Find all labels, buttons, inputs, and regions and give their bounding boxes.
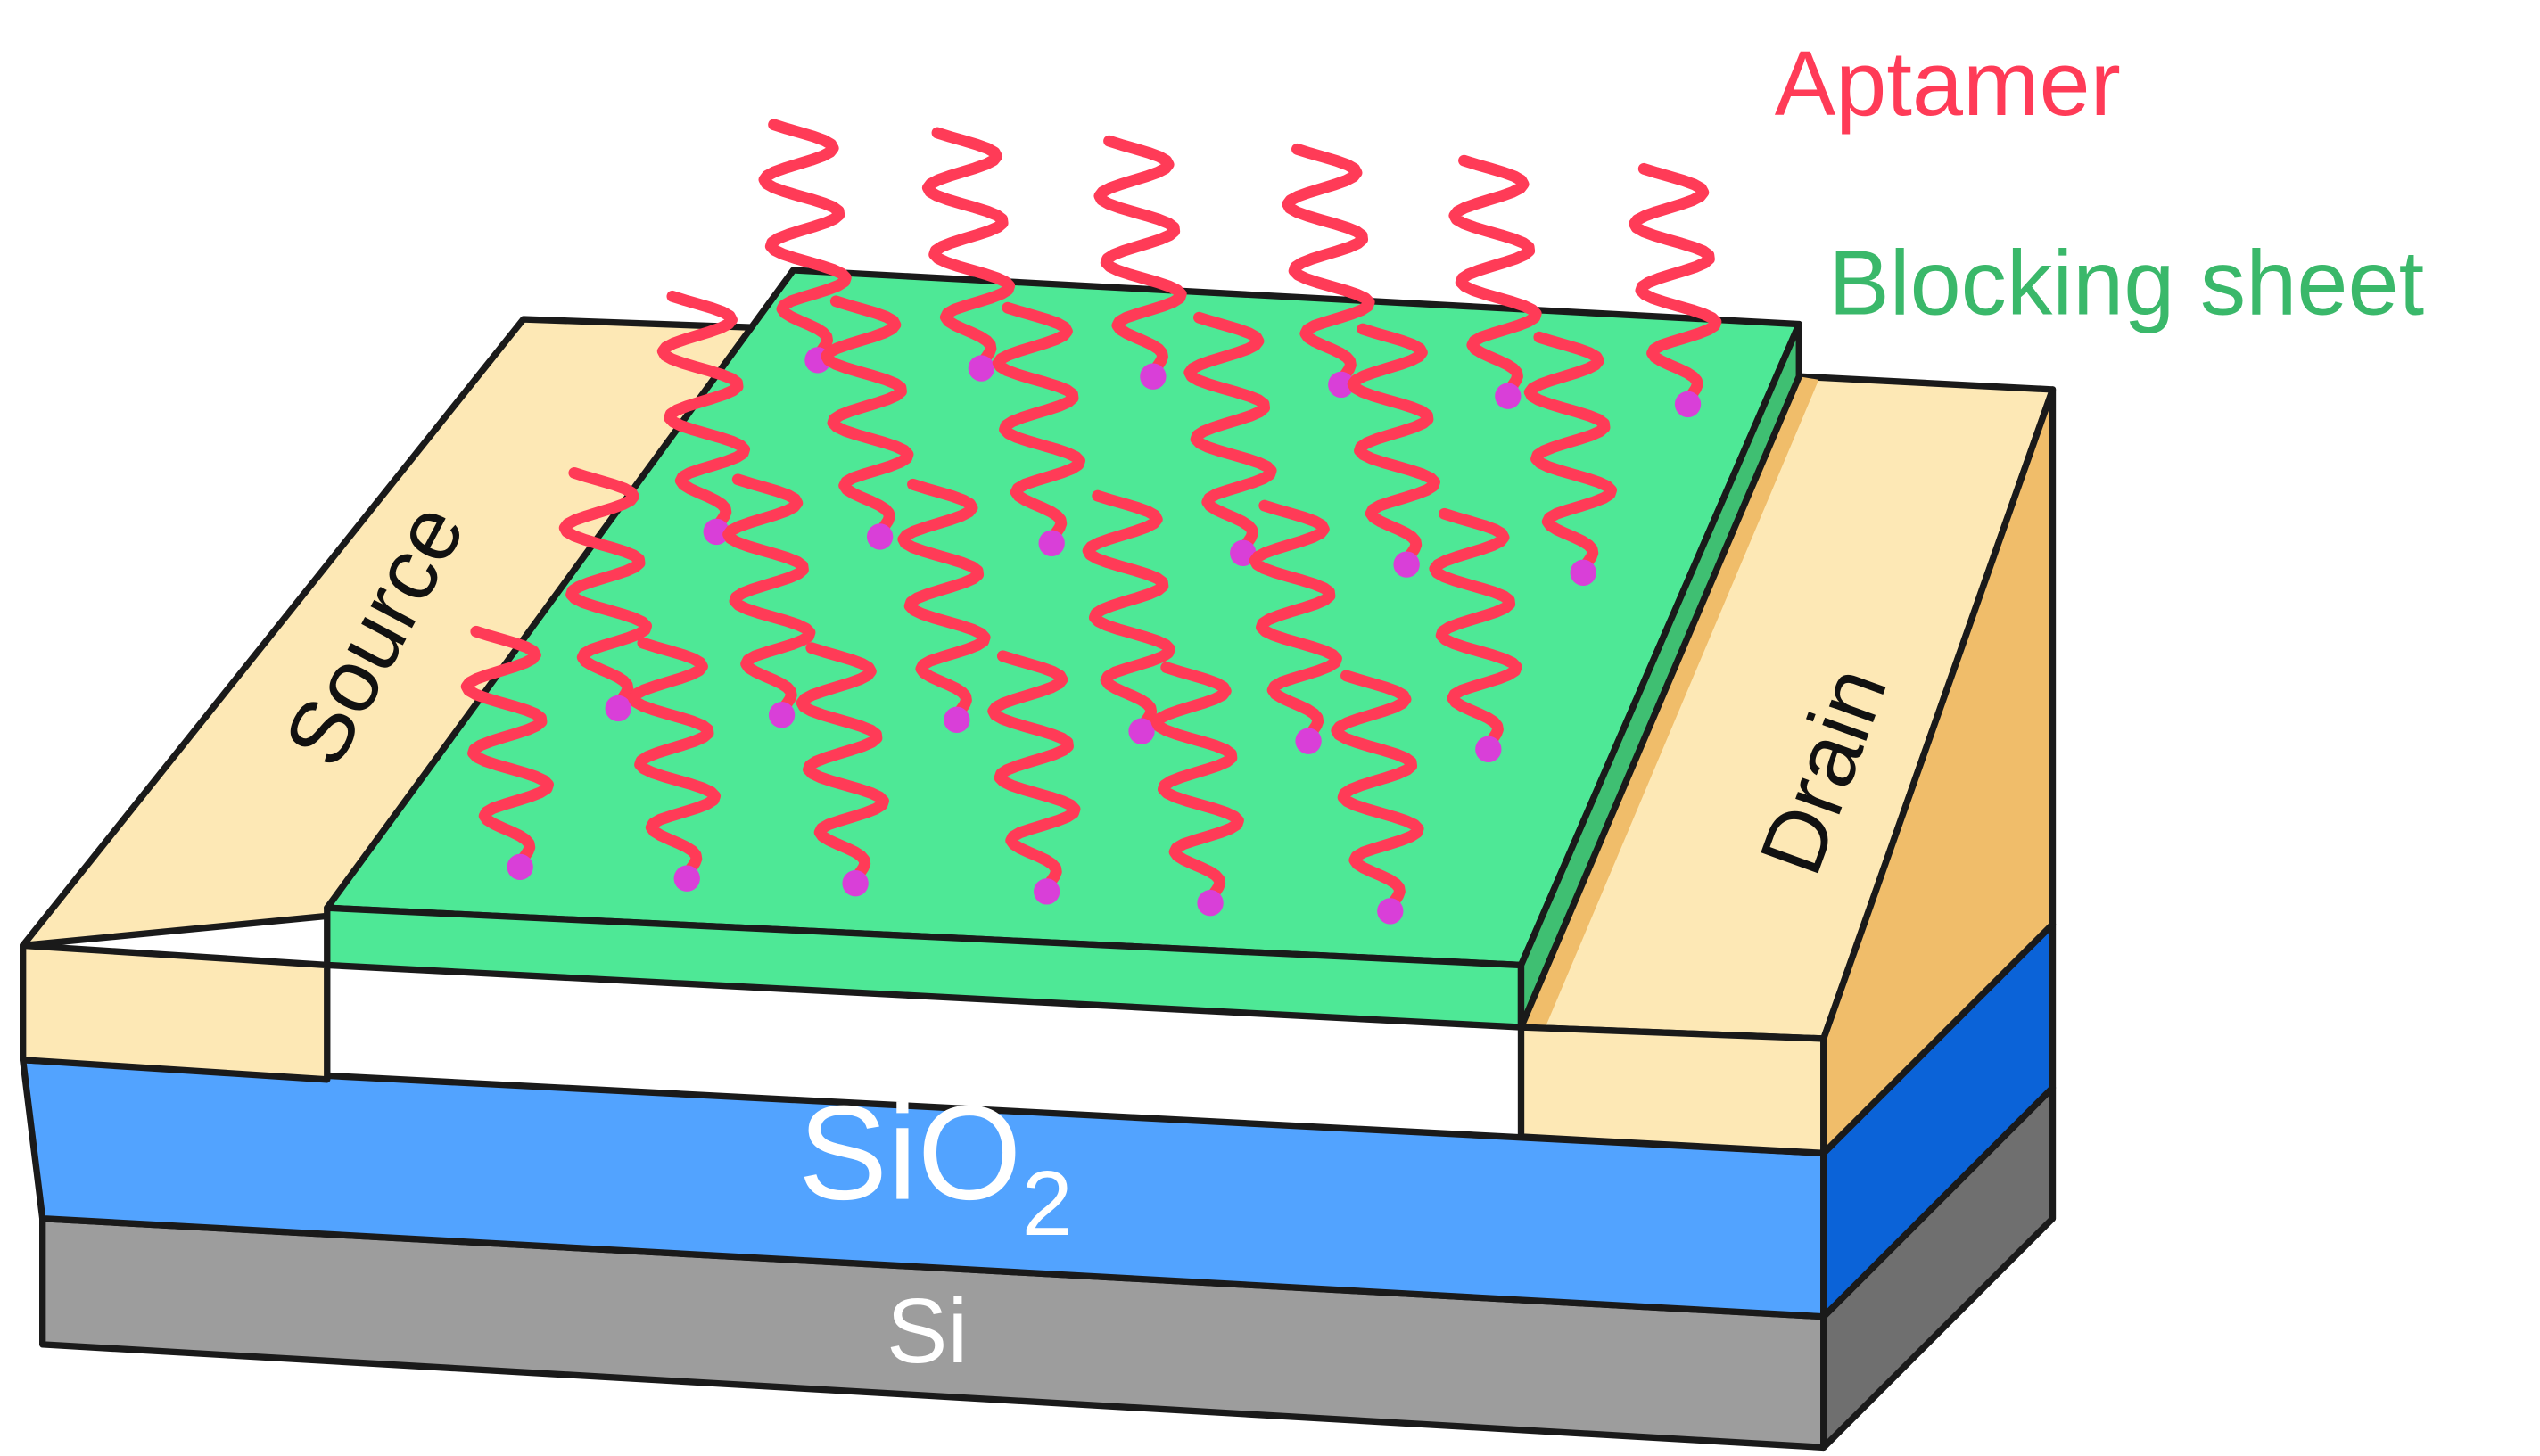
aptamer-strand bbox=[987, 650, 1081, 898]
aptamer-anchor-dot bbox=[1570, 559, 1596, 586]
aptamer-strand bbox=[1282, 143, 1375, 391]
drain-inner-strip bbox=[1521, 376, 1819, 1031]
aptamer-strand bbox=[897, 478, 991, 726]
aptamer-anchor-dot bbox=[1140, 363, 1167, 390]
aptamer-strand bbox=[722, 473, 816, 721]
aptamer-anchor-dot bbox=[1295, 728, 1322, 754]
sio2-label-subscript: 2 bbox=[1022, 1152, 1073, 1254]
source-front-face bbox=[20, 942, 331, 1083]
aptamer-anchor-dot bbox=[1475, 736, 1502, 763]
aptamer-anchor-dot bbox=[673, 865, 700, 892]
aptamer-strand bbox=[1150, 662, 1244, 909]
drain-side-face bbox=[1820, 386, 2057, 1156]
aptamer-strand bbox=[921, 127, 1016, 374]
aptamer-anchor-dot bbox=[1674, 391, 1702, 418]
aptamer-strand bbox=[1629, 162, 1722, 410]
aptamer-strand bbox=[821, 295, 914, 543]
aptamer-anchor-dot bbox=[1377, 898, 1404, 925]
aptamer-anchor-dot bbox=[507, 853, 533, 881]
aptamer-anchor-dot bbox=[866, 523, 894, 550]
aptamer-anchor-dot bbox=[1197, 890, 1224, 917]
aptamer-strand bbox=[656, 290, 751, 538]
blocking-sheet-label: Blocking sheet bbox=[1828, 232, 2424, 334]
aptamer-anchor-dot bbox=[842, 870, 869, 897]
blocking-sheet-side-face bbox=[1517, 320, 1802, 1031]
aptamer-strand bbox=[627, 637, 722, 884]
sio2-layer bbox=[20, 920, 2057, 1320]
aptamer-strand bbox=[1448, 154, 1542, 402]
aptamer-anchor-dot bbox=[1495, 383, 1522, 409]
aptamer-strand bbox=[1183, 311, 1277, 559]
si-label: Si bbox=[887, 1279, 968, 1382]
aptamer-strand bbox=[1082, 489, 1175, 737]
aptamer-strand bbox=[460, 625, 554, 873]
aptamer-label: Aptamer bbox=[1775, 32, 2121, 135]
aptamer-strand bbox=[1347, 323, 1440, 571]
aptamer-strand bbox=[558, 466, 652, 714]
sio2-label-base: SiO bbox=[798, 1078, 1022, 1228]
aptamer-strand bbox=[1093, 135, 1187, 383]
aptamer-strand bbox=[796, 642, 889, 890]
aptamer-anchor-dot bbox=[1034, 878, 1060, 905]
aptamer-strand bbox=[1249, 499, 1342, 747]
aptamer-anchor-dot bbox=[605, 695, 631, 722]
aptamer-anchor-dot bbox=[1038, 530, 1065, 556]
aptamer-group bbox=[460, 119, 1722, 925]
aptamer-anchor-dot bbox=[1328, 371, 1355, 399]
sio2-label: SiO2 bbox=[798, 1078, 1073, 1254]
aptamer-strand bbox=[1429, 507, 1522, 755]
aptamer-anchor-dot bbox=[1128, 718, 1155, 744]
aptamer-strand bbox=[758, 119, 852, 366]
aptamer-anchor-dot bbox=[968, 355, 994, 382]
aptamer-anchor-dot bbox=[768, 702, 796, 728]
aptamer-anchor-dot bbox=[944, 706, 970, 734]
drain-front-face bbox=[1517, 1024, 1827, 1156]
aptamer-strand bbox=[1331, 670, 1424, 917]
aptamer-strand bbox=[992, 301, 1085, 549]
aptamer-anchor-dot bbox=[703, 518, 730, 546]
aptamer-strand bbox=[1523, 331, 1617, 579]
aptamer-anchor-dot bbox=[1393, 551, 1420, 578]
